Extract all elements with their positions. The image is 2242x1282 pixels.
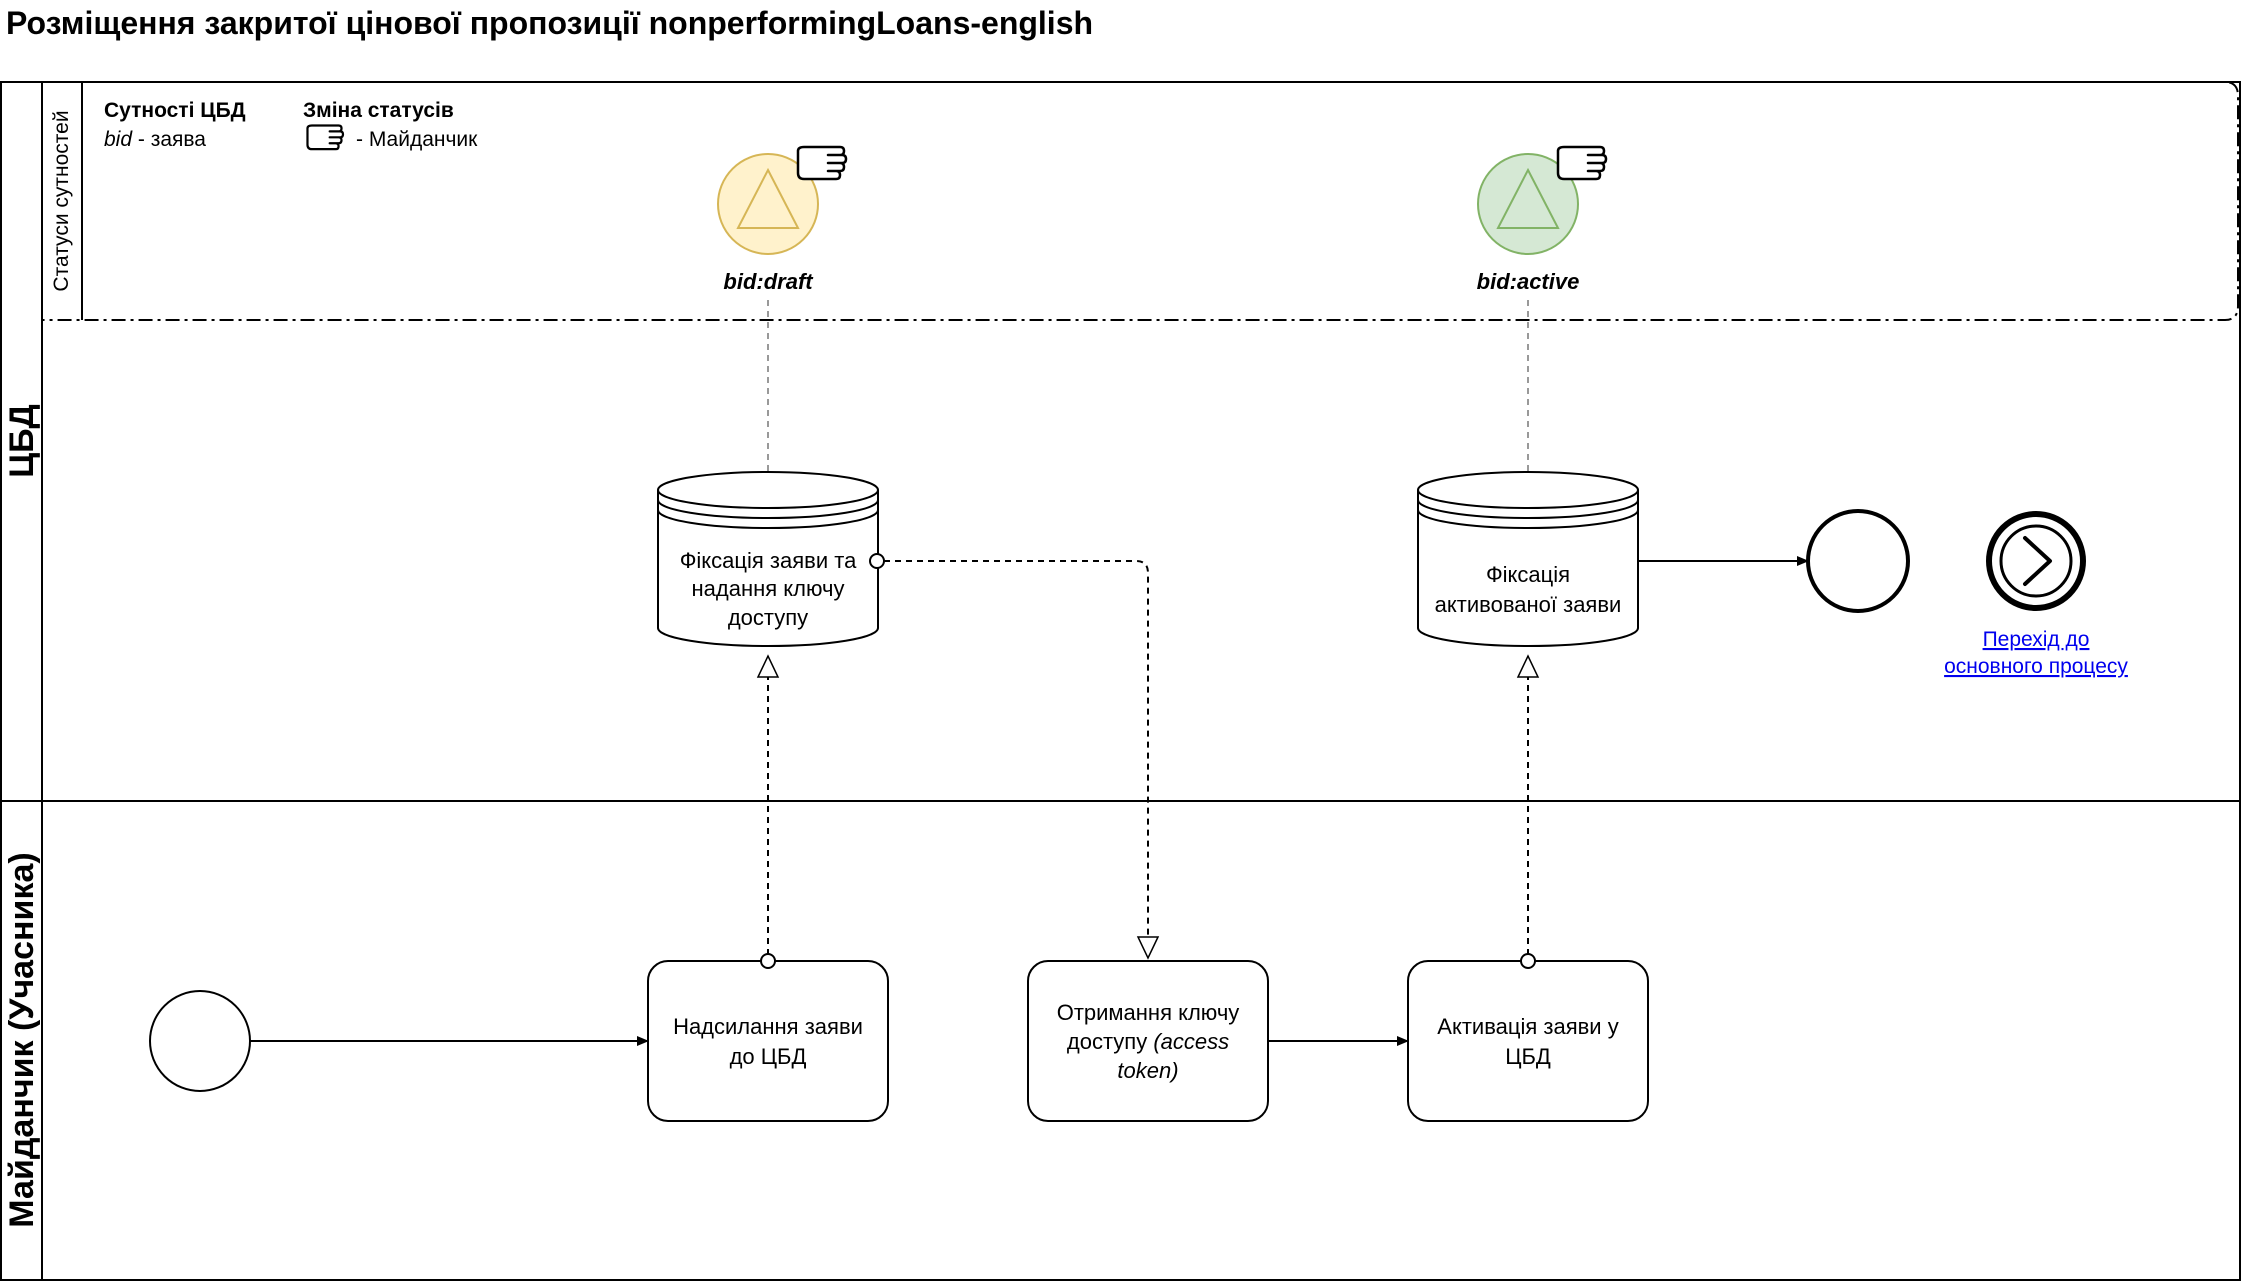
- task-send-bid-line2: до ЦБД: [730, 1044, 807, 1069]
- pool-cbd: ЦБД: [0, 81, 2241, 802]
- entity-statuses-label: Статуси сутностей: [50, 110, 73, 291]
- store-fix-bid-line1: Фіксація заяви та: [680, 548, 857, 573]
- diagram-title: Розміщення закритої цінової пропозиції n…: [6, 5, 1093, 41]
- task-send-bid: Надсилання заяви до ЦБД: [647, 960, 889, 1122]
- link-event-icon[interactable]: [1986, 511, 2086, 611]
- hand-pointing-icon: [796, 145, 848, 181]
- pool-platform-label: Майданчик (Учасника): [3, 852, 41, 1227]
- end-event: [1806, 509, 1910, 613]
- message-flow-activate-to-store: [1516, 654, 1540, 969]
- entity-statuses-group: Статуси сутностей: [41, 81, 2239, 321]
- task-activate-bid-line2: ЦБД: [1505, 1044, 1551, 1069]
- status-event-draft: bid:draft: [717, 145, 848, 294]
- hand-pointing-icon: [306, 124, 345, 151]
- task-activate-bid: Активація заяви у ЦБД: [1407, 960, 1649, 1122]
- data-store-fix-active: Фіксація активованої заяви: [1417, 471, 1639, 647]
- hand-pointing-icon: [1556, 145, 1608, 181]
- link-to-main-process-line2[interactable]: основного процесу: [1944, 655, 2128, 678]
- status-active-label: bid:active: [1477, 269, 1580, 294]
- task-activate-bid-line1: Активація заяви у: [1437, 1014, 1618, 1039]
- store-fix-active-line1: Фіксація: [1486, 562, 1570, 587]
- task-send-bid-line1: Надсилання заяви: [673, 1014, 863, 1039]
- task-receive-key-line3: token): [1117, 1058, 1178, 1083]
- pool-cbd-label: ЦБД: [3, 404, 41, 478]
- legend-status-change-heading: Зміна статусів: [303, 99, 454, 122]
- task-receive-key-line1: Отримання ключу: [1057, 1000, 1240, 1025]
- store-fix-active-line2: активованої заяви: [1435, 592, 1622, 617]
- status-draft-label: bid:draft: [723, 269, 814, 294]
- store-fix-bid-line3: доступу: [728, 605, 808, 630]
- message-flow-send-to-store: [756, 654, 780, 969]
- task-receive-key-line2: доступу (access: [1067, 1029, 1229, 1054]
- data-store-fix-bid: Фіксація заяви та надання ключу доступу: [657, 471, 879, 647]
- store-fix-bid-line2: надання ключу: [692, 576, 845, 601]
- legend: Сутності ЦБД bid - заява Зміна статусів …: [104, 99, 478, 151]
- message-flow-store-to-receive: [869, 553, 1160, 960]
- legend-status-change-desc: - Майданчик: [356, 128, 478, 151]
- status-event-active: bid:active: [1477, 145, 1608, 294]
- link-to-main-process-line1[interactable]: Перехід до: [1983, 628, 2090, 651]
- legend-entities-heading: Сутності ЦБД: [104, 99, 246, 122]
- task-receive-access-key: Отримання ключу доступу (access token): [1027, 960, 1269, 1122]
- start-event: [149, 990, 251, 1092]
- legend-entity: bid - заява: [104, 128, 206, 151]
- pool-platform: Майданчик (Учасника): [0, 800, 2241, 1281]
